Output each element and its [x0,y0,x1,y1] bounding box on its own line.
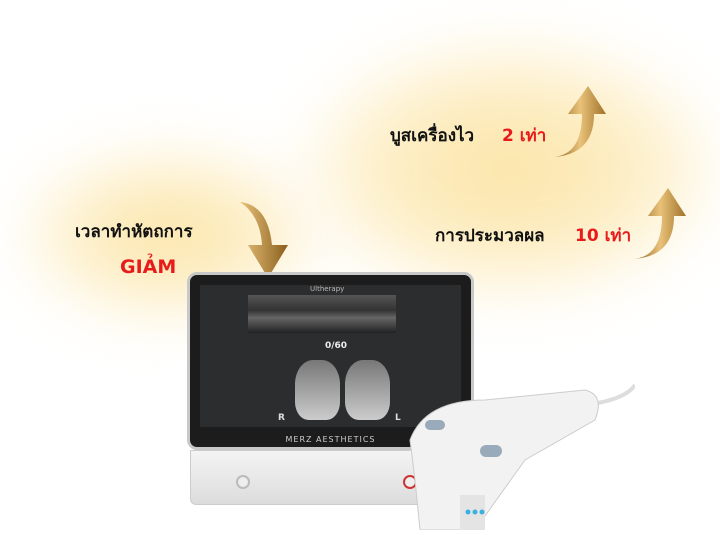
ultherapy-monitor: Ultherapy 0/60 R L MERZ AESTHETICS [187,272,474,450]
up-arrow-icon [634,188,686,259]
app-name: Ultherapy [310,285,345,293]
up-arrow-icon [554,86,606,157]
down-arrow-icon [240,202,288,278]
side-right-label: R [278,413,285,423]
device-screen: Ultherapy 0/60 R L [200,285,461,427]
face-image-left [345,360,390,420]
process-value: 10 เท่า [575,226,632,246]
speed-label: บูสเครื่องไว [390,126,475,146]
shot-counter: 0/60 [325,341,348,351]
time-label: เวลาทำหัตถการ [75,222,193,242]
brand-label: MERZ AESTHETICS [285,435,376,444]
side-left-label: L [395,413,401,423]
process-label: การประมวลผล [435,226,545,246]
power-button[interactable] [236,475,250,489]
face-image-right [295,360,340,420]
transducer-handpiece [409,383,635,530]
time-value: GIẢM [120,256,177,278]
speed-value: 2 เท่า [502,126,547,146]
ultrasound-image [248,295,396,333]
background-glow-right [300,40,720,300]
